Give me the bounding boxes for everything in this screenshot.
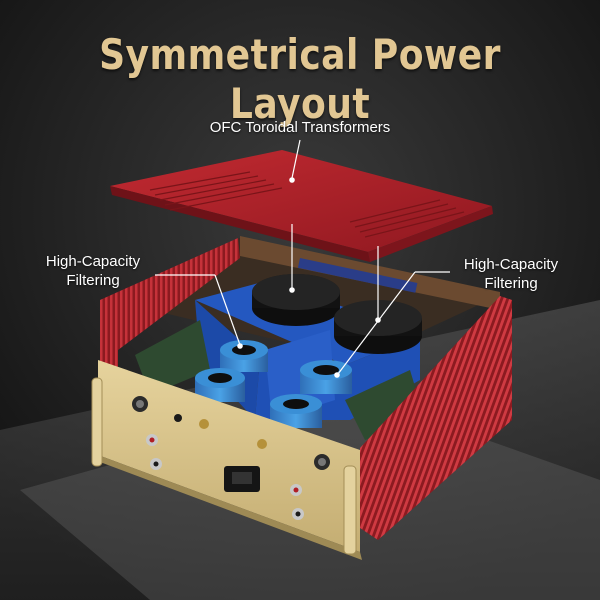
callout-transformers-text: OFC Toroidal Transformers bbox=[209, 119, 391, 136]
capacitor-4 bbox=[270, 394, 322, 428]
callout-right-line1: High-Capacity bbox=[463, 256, 559, 273]
callout-filtering-left: High-Capacity Filtering bbox=[18, 252, 168, 290]
front-panel-edge bbox=[98, 455, 362, 560]
right-handle bbox=[343, 465, 357, 555]
capacitor-1 bbox=[220, 340, 268, 372]
callout-lines bbox=[155, 139, 450, 378]
headline: Symmetrical Power Layout bbox=[99, 30, 501, 128]
top-cover bbox=[110, 150, 493, 262]
callout-right-line2: Filtering bbox=[484, 275, 538, 292]
callout-left-line2: Filtering bbox=[66, 272, 120, 289]
left-handle bbox=[91, 377, 103, 467]
left-circuit-board bbox=[135, 320, 210, 395]
rear-board bbox=[297, 258, 418, 293]
callout-filtering-right: High-Capacity Filtering bbox=[436, 255, 586, 293]
front-panel-connectors bbox=[132, 396, 330, 520]
callout-transformers: OFC Toroidal Transformers bbox=[200, 118, 400, 137]
left-heatsink bbox=[100, 238, 240, 448]
right-heatsink bbox=[360, 296, 512, 540]
transformer-left bbox=[252, 274, 340, 326]
front-panel bbox=[98, 360, 360, 552]
capacitor-2 bbox=[195, 368, 245, 402]
callout-left-line1: High-Capacity bbox=[45, 253, 141, 270]
